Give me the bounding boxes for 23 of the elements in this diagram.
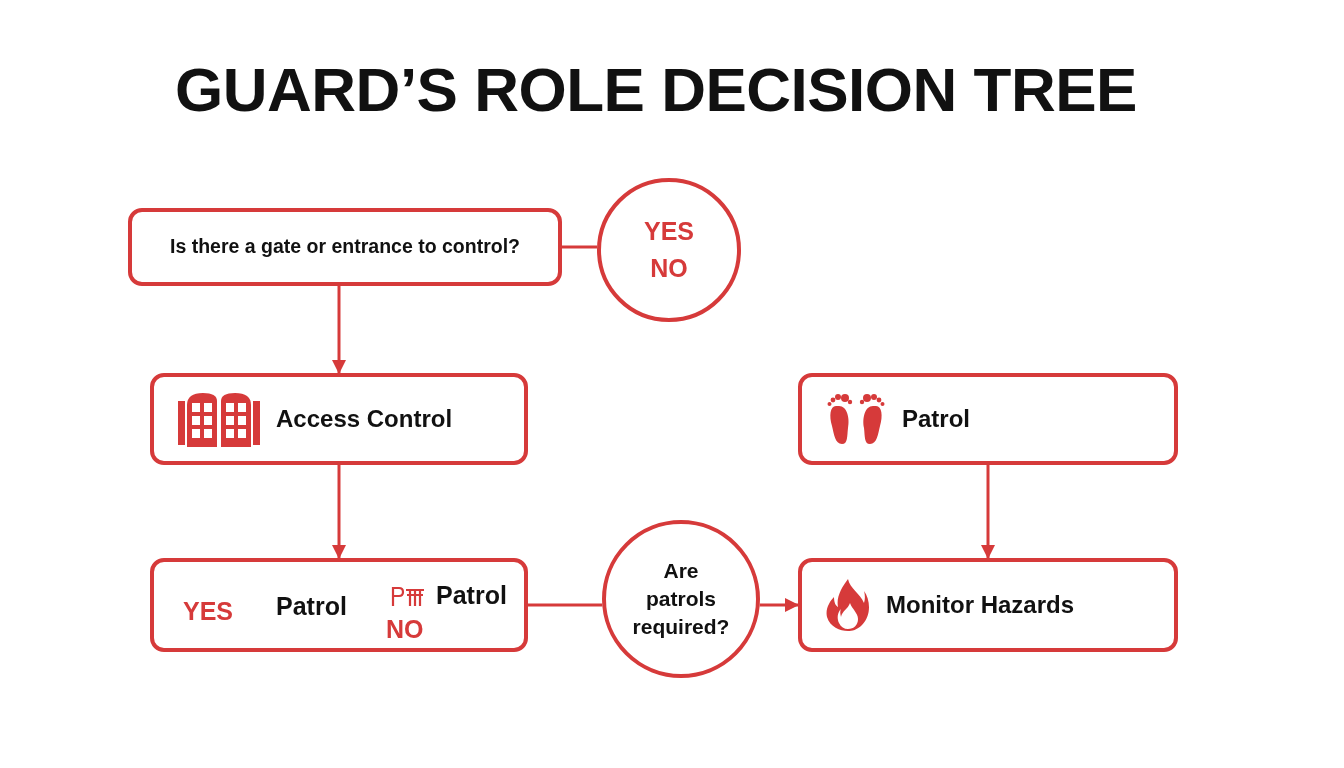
node-label: Is there a gate or entrance to control?: [170, 234, 520, 260]
answer-label: NO: [386, 614, 424, 644]
process-box: [150, 373, 528, 465]
node-label: Access Control: [276, 404, 453, 434]
arrow: [332, 286, 346, 374]
process-box: [150, 558, 528, 652]
diagram-title: GUARD’S ROLE DECISION TREE: [174, 54, 1138, 126]
arrow: [981, 465, 995, 559]
node-label: Are patrols required?: [631, 558, 731, 640]
node-label: Monitor Hazards: [886, 590, 1074, 620]
node-label: Patrol: [276, 591, 347, 621]
arrow: [332, 465, 346, 559]
process-box: [798, 373, 1178, 465]
node-label: Patrol: [902, 404, 970, 434]
answer-label: NO: [650, 256, 688, 281]
connector-line: [562, 245, 598, 249]
arrow: [759, 598, 799, 612]
answer-label: YES: [644, 219, 694, 244]
answer-label: YES: [183, 596, 234, 626]
node-label: Patrol: [436, 580, 507, 610]
process-box: [798, 558, 1178, 652]
question-box: [128, 208, 562, 286]
connector-line: [528, 603, 603, 607]
